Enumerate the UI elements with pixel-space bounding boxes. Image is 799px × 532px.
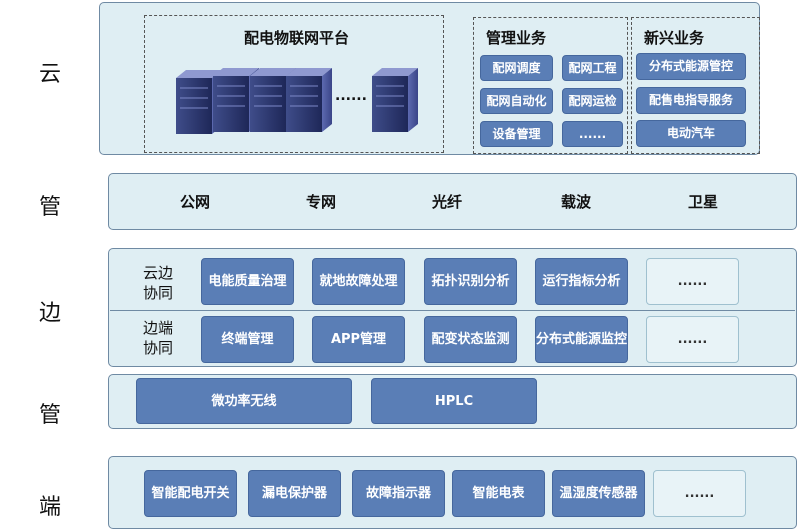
edge-item-topology[interactable]: 拓扑识别分析 (424, 258, 517, 305)
network-panel (108, 173, 797, 230)
platform-box (144, 15, 444, 153)
terminal-item-leakage-protector[interactable]: 漏电保护器 (248, 470, 341, 517)
emerging-box (631, 17, 760, 154)
edge-item-terminal-mgmt[interactable]: 终端管理 (201, 316, 294, 363)
network-private: 专网 (306, 193, 337, 211)
platform-title: 配电物联网平台 (244, 29, 350, 47)
server-rack-group (176, 68, 418, 134)
mgmt-item-engineering[interactable]: 配网工程 (562, 55, 623, 81)
cloud-edge-label: 云边 协同 (142, 264, 173, 302)
terminal-item-fault-indicator[interactable]: 故障指示器 (352, 470, 445, 517)
network-fiber: 光纤 (432, 193, 463, 211)
layer-label-pipe-top: 管 (38, 195, 61, 220)
edge-item-operation-index[interactable]: 运行指标分析 (535, 258, 628, 305)
layer-label-edge: 边 (38, 301, 61, 326)
terminal-item-more[interactable]: ...... (653, 470, 746, 517)
edge-item-fault-handling[interactable]: 就地故障处理 (312, 258, 405, 305)
emerging-item-retail[interactable]: 配售电指导服务 (636, 87, 746, 114)
edge-item-more[interactable]: ...... (646, 258, 739, 305)
mgmt-box (473, 17, 628, 154)
layer-label-pipe-bottom: 管 (38, 403, 61, 428)
network-carrier: 载波 (561, 193, 592, 211)
server-icon (286, 68, 332, 132)
mgmt-item-dispatch[interactable]: 配网调度 (480, 55, 553, 81)
emerging-item-der[interactable]: 分布式能源管控 (636, 53, 746, 80)
edge-item-transformer-monitor[interactable]: 配变状态监测 (424, 316, 517, 363)
emerging-item-ev[interactable]: 电动汽车 (636, 120, 746, 147)
edge-item-der-monitor[interactable]: 分布式能源监控 (535, 316, 628, 363)
access-hplc[interactable]: HPLC (371, 378, 537, 424)
mgmt-item-more[interactable]: ...... (562, 121, 623, 147)
terminal-item-smart-switch[interactable]: 智能配电开关 (144, 470, 237, 517)
layer-label-terminal: 端 (38, 495, 61, 520)
mgmt-item-equipment[interactable]: 设备管理 (480, 121, 553, 147)
layer-label-cloud: 云 (38, 62, 61, 87)
edge-divider (110, 310, 795, 311)
mgmt-title: 管理业务 (486, 29, 547, 47)
server-ellipsis: ...... (335, 88, 367, 104)
edge-item-power-quality[interactable]: 电能质量治理 (201, 258, 294, 305)
mgmt-item-inspection[interactable]: 配网运检 (562, 88, 623, 114)
network-public: 公网 (180, 193, 211, 211)
edge-end-label: 边端 协同 (142, 319, 173, 357)
edge-item-more-2[interactable]: ...... (646, 316, 739, 363)
server-icon (372, 68, 418, 132)
access-micropower-wireless[interactable]: 微功率无线 (136, 378, 352, 424)
mgmt-item-automation[interactable]: 配网自动化 (480, 88, 553, 114)
terminal-item-th-sensor[interactable]: 温湿度传感器 (552, 470, 645, 517)
emerging-title: 新兴业务 (644, 29, 705, 47)
edge-item-app-mgmt[interactable]: APP管理 (312, 316, 405, 363)
terminal-item-smart-meter[interactable]: 智能电表 (452, 470, 545, 517)
network-satellite: 卫星 (688, 193, 719, 211)
